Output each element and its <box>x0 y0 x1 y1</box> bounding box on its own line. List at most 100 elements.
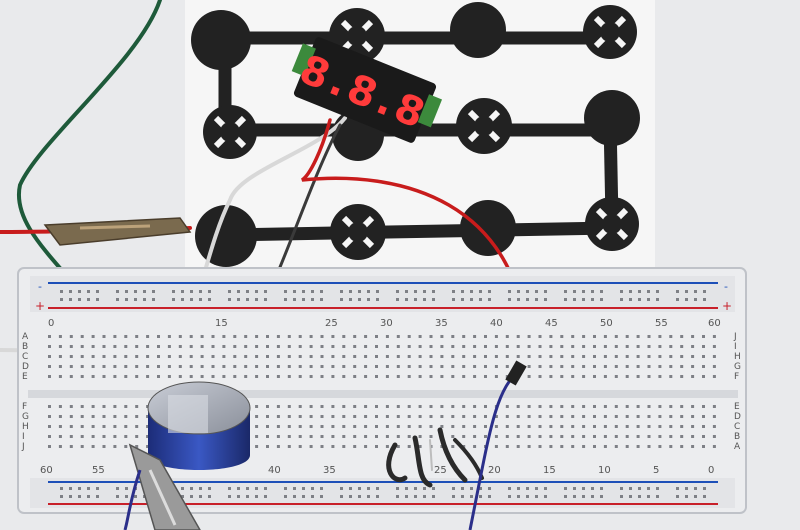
breadboard-hole <box>157 335 160 338</box>
breadboard-hole <box>157 365 160 368</box>
breadboard-hole <box>69 298 72 301</box>
breadboard-hole <box>505 335 509 338</box>
row-label: D <box>22 362 29 372</box>
breadboard-hole <box>135 355 139 358</box>
col-label: 15 <box>215 318 228 329</box>
breadboard-hole <box>385 375 389 378</box>
row-label: F <box>22 402 27 412</box>
breadboard-hole <box>364 425 368 428</box>
breadboard-hole <box>526 487 529 490</box>
breadboard-hole <box>320 355 324 358</box>
breadboard-hole <box>124 345 128 348</box>
breadboard-hole <box>571 445 575 448</box>
breadboard-hole <box>470 487 473 490</box>
breadboard-hole <box>479 487 482 490</box>
breadboard-hole <box>593 335 596 338</box>
breadboard-hole <box>385 335 389 338</box>
breadboard-hole <box>58 425 62 428</box>
breadboard-hole <box>505 435 509 438</box>
breadboard-hole <box>484 425 487 428</box>
breadboard-hole <box>488 298 491 301</box>
cross-pads <box>203 5 639 260</box>
breadboard-hole <box>470 290 473 293</box>
breadboard-hole <box>228 487 231 490</box>
breadboard-hole <box>647 345 651 348</box>
breadboard-hole <box>396 335 400 338</box>
breadboard-hole <box>517 495 520 498</box>
breadboard-hole <box>461 290 464 293</box>
breadboard-hole <box>600 290 603 293</box>
breadboard-hole <box>87 487 90 490</box>
breadboard-hole <box>80 375 84 378</box>
breadboard-hole <box>91 355 95 358</box>
breadboard-hole <box>233 335 237 338</box>
breadboard-hole <box>432 290 435 293</box>
breadboard-hole <box>603 445 607 448</box>
breadboard-hole <box>451 435 455 438</box>
breadboard-hole <box>440 345 444 348</box>
breadboard-hole <box>591 487 594 490</box>
breadboard-hole <box>135 405 139 408</box>
breadboard-hole <box>614 355 618 358</box>
breadboard-hole <box>80 425 84 428</box>
breadboard-hole <box>432 495 435 498</box>
breadboard-hole <box>451 375 455 378</box>
breadboard-hole <box>135 345 139 348</box>
breadboard-hole <box>298 365 302 368</box>
breadboard-hole <box>676 298 679 301</box>
breadboard-hole <box>560 435 564 438</box>
row-label: A <box>22 332 29 342</box>
breadboard-hole <box>691 355 695 358</box>
breadboard-hole <box>593 405 596 408</box>
breadboard-hole <box>629 495 632 498</box>
breadboard-hole <box>396 425 400 428</box>
breadboard-hole <box>178 345 182 348</box>
row-label: C <box>22 352 28 362</box>
breadboard-hole <box>505 425 509 428</box>
breadboard-hole <box>113 425 117 428</box>
breadboard-hole <box>190 290 193 293</box>
breadboard-hole <box>320 487 323 490</box>
breadboard-hole <box>429 335 433 338</box>
breadboard-hole <box>703 487 706 490</box>
breadboard-hole <box>309 355 313 358</box>
breadboard-hole <box>208 298 211 301</box>
breadboard-hole <box>396 298 399 301</box>
breadboard-hole <box>625 345 629 348</box>
breadboard-hole <box>656 487 659 490</box>
breadboard-hole <box>712 415 716 418</box>
breadboard-hole <box>396 487 399 490</box>
breadboard-hole <box>113 355 117 358</box>
breadboard-hole <box>125 495 128 498</box>
breadboard-hole <box>484 435 487 438</box>
breadboard-hole <box>255 345 259 348</box>
breadboard-hole <box>189 365 193 368</box>
breadboard-hole <box>680 345 684 348</box>
breadboard-hole <box>320 345 324 348</box>
breadboard-hole <box>516 345 520 348</box>
breadboard-hole <box>199 487 202 490</box>
breadboard-hole <box>80 435 84 438</box>
breadboard-hole <box>549 425 553 428</box>
breadboard-hole <box>647 435 651 438</box>
breadboard-hole <box>255 365 259 368</box>
breadboard-hole <box>342 425 346 428</box>
breadboard-hole <box>309 345 313 348</box>
breadboard-hole <box>571 405 575 408</box>
breadboard-hole <box>582 405 586 408</box>
breadboard-hole <box>342 375 346 378</box>
breadboard-hole <box>527 445 531 448</box>
breadboard-hole <box>603 335 607 338</box>
breadboard-hole <box>102 425 106 428</box>
breadboard-hole <box>375 375 378 378</box>
breadboard-hole <box>255 425 259 428</box>
breadboard-hole <box>538 365 542 368</box>
breadboard-hole <box>342 445 346 448</box>
breadboard-hole <box>320 290 323 293</box>
col-label: 60 <box>40 465 53 476</box>
breadboard-hole <box>364 415 368 418</box>
red-wire <box>300 118 530 352</box>
breadboard-hole <box>331 365 335 368</box>
breadboard-hole <box>473 365 477 368</box>
breadboard-hole <box>48 365 51 368</box>
